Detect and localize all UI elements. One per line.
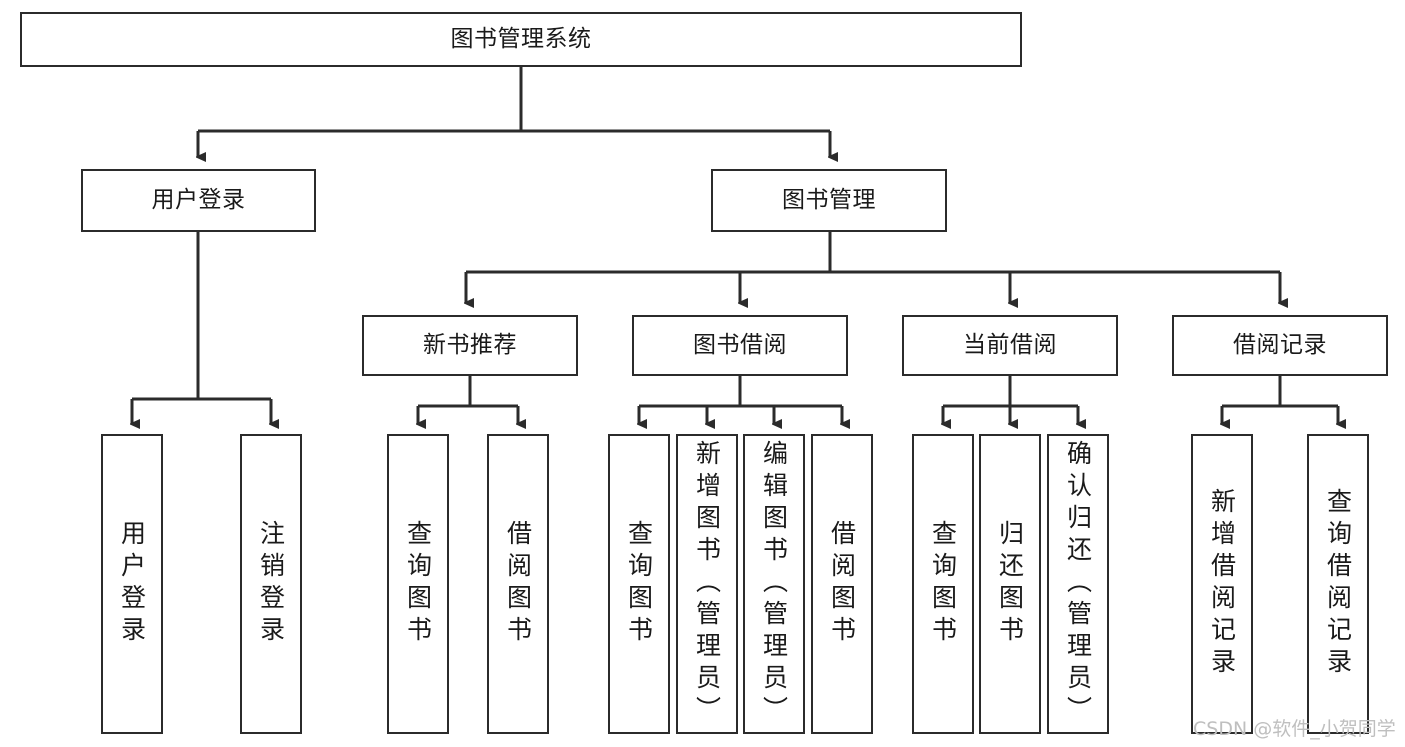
- node-user-login[interactable]: 用户登录: [81, 169, 316, 232]
- node-label: 查询图书: [403, 520, 433, 648]
- node-leaf-logout-login[interactable]: 注销登录: [240, 434, 302, 734]
- node-book-borrow[interactable]: 图书借阅: [632, 315, 848, 376]
- node-label: 编辑图书（管理员）: [759, 440, 789, 728]
- node-label: 用户登录: [117, 520, 147, 648]
- node-leaf-query-book-borrow[interactable]: 查询图书: [608, 434, 670, 734]
- node-label: 新书推荐: [423, 331, 517, 358]
- node-leaf-borrow-book-recommend[interactable]: 借阅图书: [487, 434, 549, 734]
- node-leaf-edit-book[interactable]: 编辑图书（管理员）: [743, 434, 805, 734]
- node-leaf-add-borrow-record[interactable]: 新增借阅记录: [1191, 434, 1253, 734]
- node-label: 查询图书: [624, 520, 654, 648]
- node-label: 查询图书: [928, 520, 958, 648]
- node-label: 注销登录: [256, 520, 286, 648]
- node-root-system[interactable]: 图书管理系统: [20, 12, 1022, 67]
- node-leaf-user-login[interactable]: 用户登录: [101, 434, 163, 734]
- node-label: 查询借阅记录: [1323, 488, 1353, 680]
- node-label: 借阅图书: [827, 520, 857, 648]
- node-leaf-query-book-recommend[interactable]: 查询图书: [387, 434, 449, 734]
- node-label: 借阅图书: [503, 520, 533, 648]
- node-label: 归还图书: [995, 520, 1025, 648]
- node-leaf-add-book[interactable]: 新增图书（管理员）: [676, 434, 738, 734]
- node-label: 新增图书（管理员）: [692, 440, 722, 728]
- node-leaf-confirm-return[interactable]: 确认归还（管理员）: [1047, 434, 1109, 734]
- csdn-watermark: CSDN @软件_小贺同学: [1193, 718, 1396, 740]
- node-leaf-borrow-book-borrow[interactable]: 借阅图书: [811, 434, 873, 734]
- node-label: 新增借阅记录: [1207, 488, 1237, 680]
- node-label: 确认归还（管理员）: [1063, 440, 1093, 728]
- node-leaf-query-book-current[interactable]: 查询图书: [912, 434, 974, 734]
- node-leaf-return-book[interactable]: 归还图书: [979, 434, 1041, 734]
- node-new-book-recommend[interactable]: 新书推荐: [362, 315, 578, 376]
- node-label: 图书管理系统: [450, 25, 592, 52]
- node-label: 当前借阅: [963, 331, 1057, 358]
- node-label: 图书借阅: [693, 331, 787, 358]
- node-label: 借阅记录: [1233, 331, 1327, 358]
- node-borrow-record[interactable]: 借阅记录: [1172, 315, 1388, 376]
- node-label: 用户登录: [151, 186, 246, 213]
- node-book-management[interactable]: 图书管理: [711, 169, 947, 232]
- node-label: 图书管理: [782, 186, 876, 213]
- node-current-borrow[interactable]: 当前借阅: [902, 315, 1118, 376]
- node-leaf-query-borrow-record[interactable]: 查询借阅记录: [1307, 434, 1369, 734]
